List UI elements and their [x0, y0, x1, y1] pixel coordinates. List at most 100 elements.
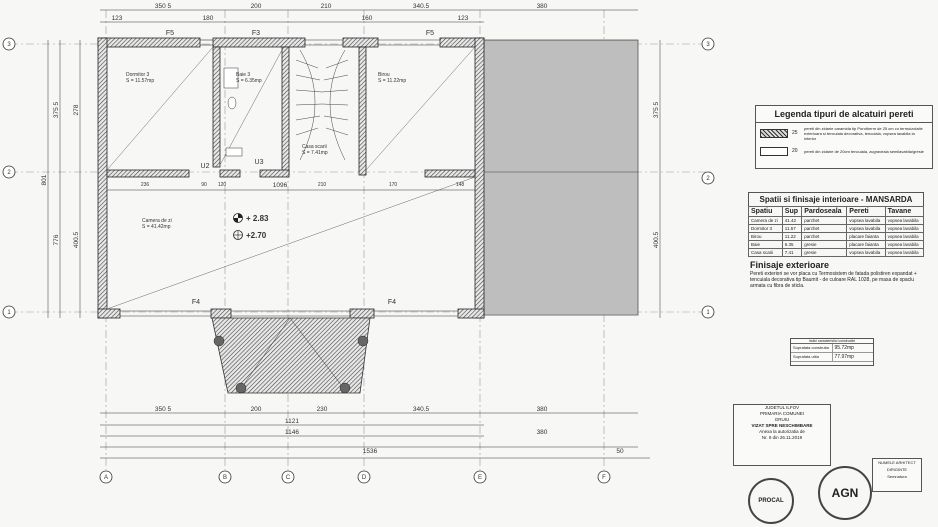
window-label-f5-right: F5	[426, 30, 434, 37]
signature-line: DIRIGINTE	[886, 467, 908, 472]
dim-bottom-1: 350 5	[155, 406, 172, 413]
cell: 11.57	[781, 224, 803, 233]
finishes-table: Spatiu Sup Pardoseala Pereti Tavane Came…	[748, 206, 925, 257]
dim-top-4: 340.5	[413, 3, 430, 10]
axis-label-3-right: 3	[706, 42, 710, 48]
procal-seal: PROCAL	[748, 478, 794, 524]
dim-right-1: 375 5	[653, 101, 660, 118]
cell: parchet	[801, 224, 848, 233]
room-area-baie: S = 6.35mp	[236, 78, 262, 84]
axis-label-a: A	[104, 475, 108, 481]
axis-marker-3-left	[2, 37, 16, 51]
axis-label-2-right: 2	[706, 176, 710, 182]
door-label-u3: U3	[255, 159, 264, 166]
legend-code: 25	[792, 130, 798, 136]
axis-marker-1-right	[701, 305, 715, 319]
axis-label-f: F	[602, 475, 606, 481]
exterior-finishes-title: Finisaje exterioare	[750, 260, 830, 270]
cell: vopsea lavabila	[884, 240, 925, 249]
staircase	[295, 49, 349, 161]
dim-bottom-2: 200	[251, 406, 262, 413]
roof-area	[482, 39, 639, 316]
cell: vopsea lavabila	[884, 248, 925, 257]
dim-left-sub-2: 776	[53, 234, 60, 245]
axis-label-3-left: 3	[7, 42, 11, 48]
wall-plain-swatch	[760, 147, 788, 156]
dim-left-sub-3: 801	[41, 174, 48, 185]
table-row: Baie 6.35 gresie placare faianta vopsea …	[748, 240, 925, 249]
col-header: Pereti	[846, 206, 886, 217]
dim-top-3: 210	[321, 3, 332, 10]
dim-inner-5: 170	[389, 182, 398, 188]
dim-left-2: 400.5	[73, 231, 80, 248]
dim-bottom-1146: 1146	[285, 429, 299, 436]
dim-inner-1: 236	[141, 182, 150, 188]
dim-top-1: 350 5	[155, 3, 172, 10]
dim-bottom-3: 230	[317, 406, 328, 413]
col-header: Tavane	[884, 206, 925, 217]
level-markers: + 2.83 +2.70	[233, 213, 269, 240]
dim-inner-2: 90	[201, 182, 207, 188]
legend-row: 25 pereti din zidarie caramida tip Porot…	[756, 123, 932, 144]
dim-bottom-380: 380	[537, 429, 548, 436]
col-header: Sup	[781, 206, 803, 217]
dim-right-2: 400.5	[653, 231, 660, 248]
axis-label-1-right: 1	[706, 310, 710, 316]
room-area-casa-scarii: S = 7.41mp	[302, 150, 328, 156]
axis-label-c: C	[286, 475, 291, 481]
window-label-f5-left: F5	[166, 30, 174, 37]
area-label: Suprafata construita	[793, 345, 829, 350]
balcony	[211, 317, 371, 394]
axis-label-2-left: 2	[7, 170, 11, 176]
room-name-birou: Birou	[378, 72, 390, 78]
axis-marker-b	[218, 470, 232, 484]
walls	[97, 37, 485, 319]
axis-marker-3-right	[701, 37, 715, 51]
area-label: Suprafata utila	[793, 354, 819, 359]
cell: vopsea lavabila	[846, 248, 886, 257]
area-row: Suprafata construita 95.72mp	[791, 344, 873, 353]
cell: 7.41	[781, 248, 803, 257]
legend-code: 20	[792, 148, 798, 154]
dim-top-inner-1: 123	[112, 15, 123, 22]
axis-label-b: B	[223, 475, 227, 481]
cell: Casa scarii	[748, 248, 783, 257]
axis-label-e: E	[478, 475, 482, 481]
dim-bottom-4: 340.5	[413, 406, 430, 413]
dim-bottom-50: 50	[616, 448, 624, 455]
finishes-panel: Spatii si finisaje interioare - MANSARDA…	[748, 192, 925, 327]
table-header-row: Spatiu Sup Pardoseala Pereti Tavane	[748, 206, 925, 217]
dim-left-sub-1: 278	[73, 104, 80, 115]
cell: 6.35	[781, 240, 803, 249]
axis-marker-d	[357, 470, 371, 484]
legend-row: 20 pereti din zidarie de 20cm tencuiala,…	[756, 144, 932, 159]
cell: vopsea lavabila	[884, 232, 925, 241]
room-name-camera-de-zi: Camera de zi	[142, 218, 172, 224]
dim-inner-6: 148	[456, 182, 465, 188]
areas-header: Indici caracteristici constructie	[791, 339, 873, 344]
stamp-line: Anexa la autorizatia de	[759, 429, 805, 434]
axis-label-1-left: 1	[7, 310, 11, 316]
cell: Dormitor 3	[748, 224, 783, 233]
room-area-camera-de-zi: S = 41.42mp	[142, 224, 171, 230]
cell: vopsea lavabila	[884, 216, 925, 225]
cell: parchet	[801, 232, 848, 241]
signature-box: NUMELE ARHITECT DIRIGINTE Semnatura	[872, 458, 922, 492]
dim-top-inner-2: 180	[203, 15, 214, 22]
stamp-line: VIZAT SPRE NESCHIMBARE	[751, 423, 813, 428]
cell: Baie	[748, 240, 783, 249]
level-283: + 2.83	[246, 214, 269, 223]
cell: Camera de zi	[748, 216, 783, 225]
legend-title: Legenda tipuri de alcatuiri pereti	[756, 106, 932, 123]
cell: Birou	[748, 232, 783, 241]
finishes-title: Spatii si finisaje interioare - MANSARDA	[748, 192, 924, 206]
cell: 11.22	[781, 232, 803, 241]
cell: gresie	[801, 248, 848, 257]
dim-top-2: 200	[251, 3, 262, 10]
dim-bottom-1121: 1121	[285, 418, 299, 425]
window-label-f3: F3	[252, 30, 260, 37]
axis-marker-f	[597, 470, 611, 484]
axis-marker-1-left	[2, 305, 16, 319]
room-name-baie: Baie 3	[236, 72, 250, 78]
